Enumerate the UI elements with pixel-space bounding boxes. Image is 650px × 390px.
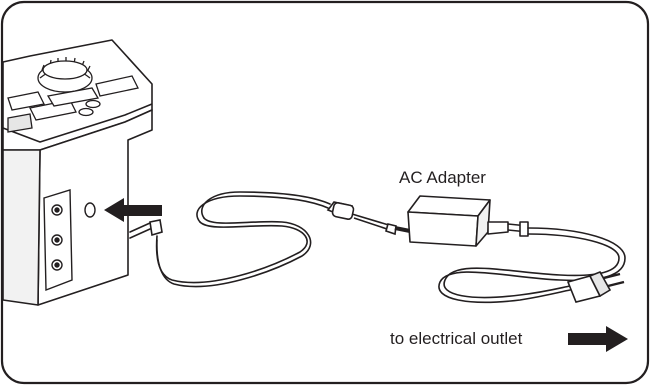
device-controls [7,75,139,133]
ac-adapter-label: AC Adapter [399,168,486,187]
device-port-panel [43,189,96,292]
power-jack [84,202,96,218]
wall-plug [566,270,625,303]
outlet-label: to electrical outlet [390,329,523,348]
adapter-cable [351,213,411,236]
device-dial [37,57,93,93]
arrow-left-icon [104,198,162,222]
ac-adapter-box [407,195,529,247]
arrow-right-icon [568,326,628,352]
ac-cable [438,227,626,304]
ferrite-bead [326,201,355,220]
dc-cable [129,191,331,288]
